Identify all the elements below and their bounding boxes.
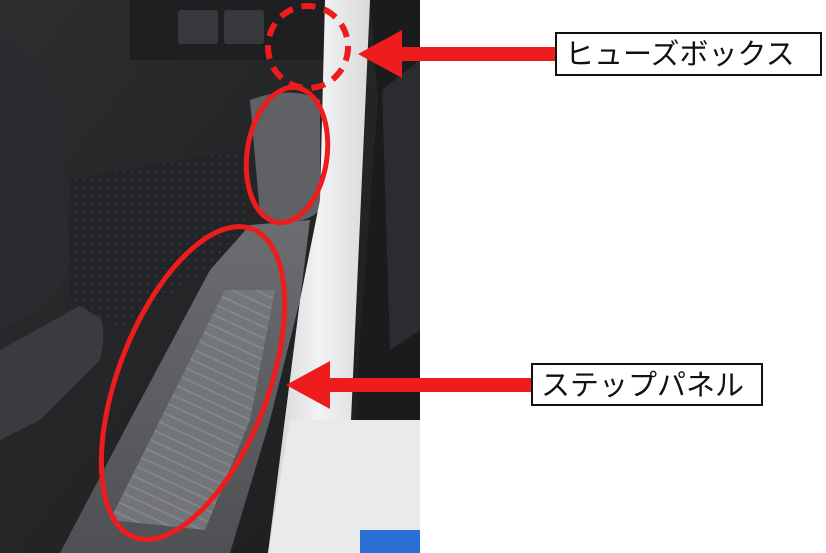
door-pillar <box>268 0 370 553</box>
kick-panel <box>250 92 320 222</box>
garage-floor <box>268 420 420 553</box>
door-trim <box>382 60 420 350</box>
dashboard-switch <box>178 10 218 44</box>
step-panel-label: ステップパネル <box>531 363 763 406</box>
dashboard-switch <box>224 10 264 44</box>
seat <box>0 40 70 330</box>
car-door-sill-photo <box>0 0 420 553</box>
seat-base <box>0 300 104 440</box>
fuse-box-label: ヒューズボックス <box>555 32 822 76</box>
floor-marking <box>360 530 420 553</box>
